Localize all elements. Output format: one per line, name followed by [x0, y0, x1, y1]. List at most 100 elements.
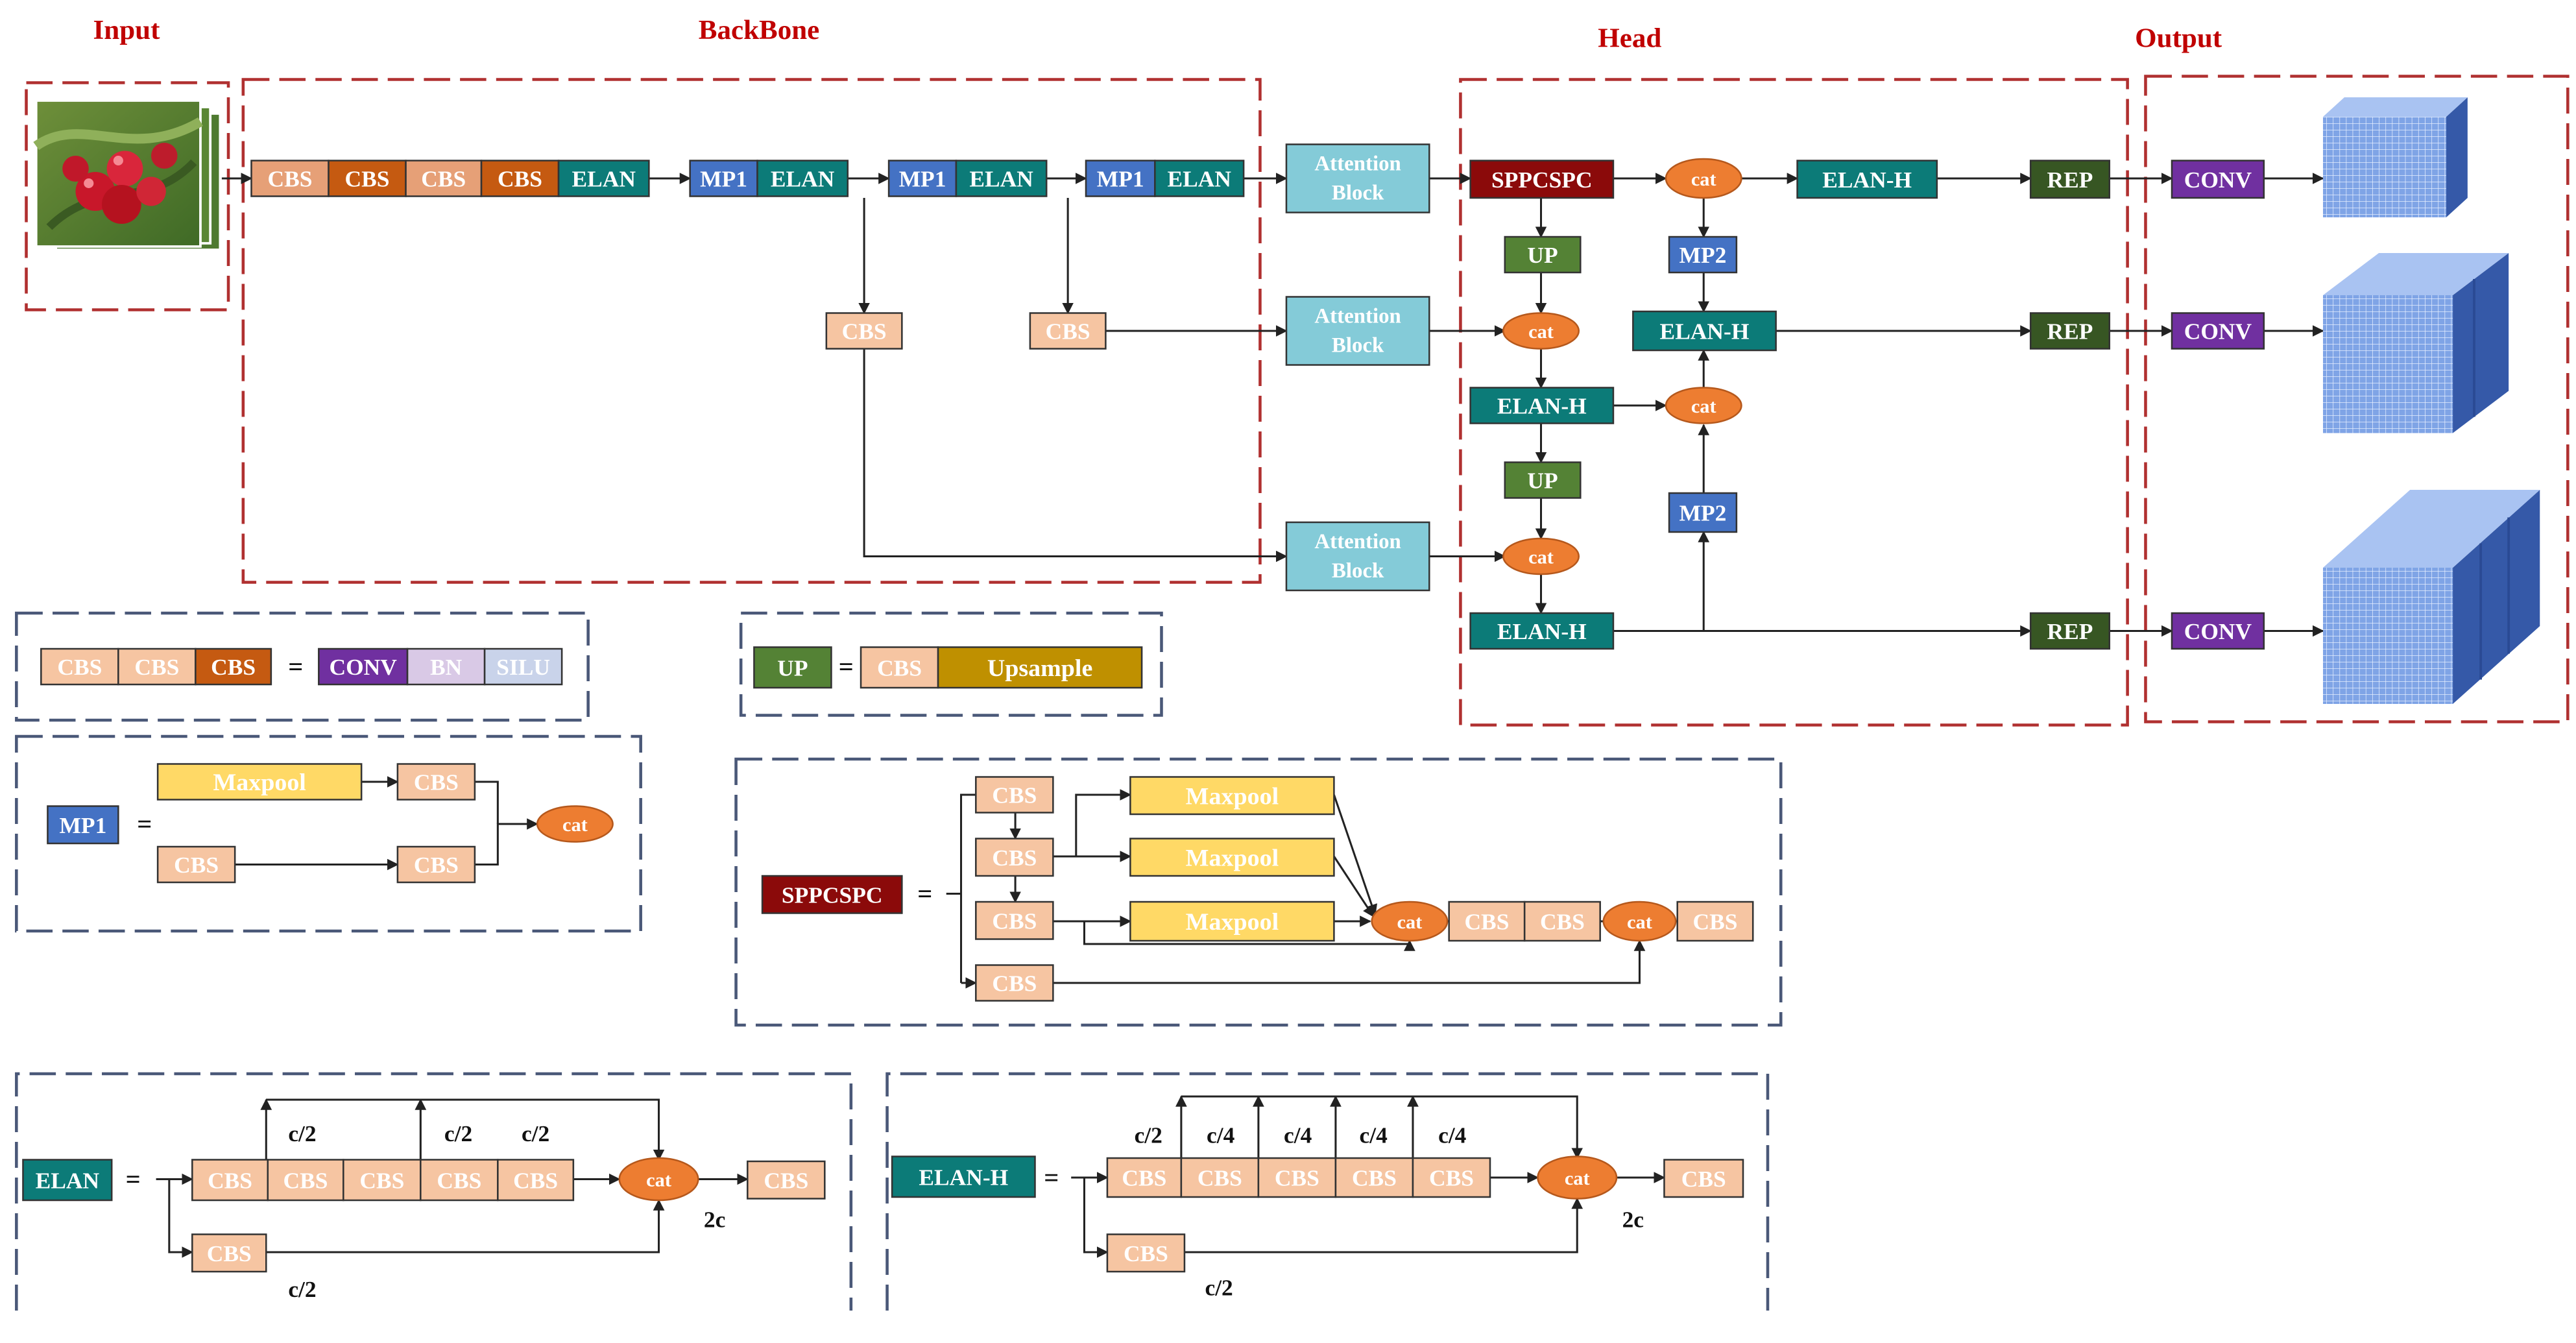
legend-elanh-label: ELAN-H: [919, 1165, 1008, 1191]
output-tensor-small: [2322, 97, 2468, 217]
head-elanh-4: [1632, 310, 1777, 352]
section-title-input: Input: [93, 15, 161, 45]
legend-mp1-cbs-1-label: CBS: [414, 770, 459, 795]
legend-spp-cbs-6: [1523, 901, 1601, 942]
head-rep-1: [2029, 160, 2111, 199]
attention-block-3: [1285, 521, 1430, 592]
legend-spp-cbs-7: [1676, 901, 1754, 942]
head-rep-1-label: REP: [2047, 167, 2093, 193]
legend-sppcspc: [761, 875, 903, 914]
head-up-2: [1504, 461, 1582, 499]
legend-elan-cbs-2-label: CBS: [283, 1168, 328, 1194]
legend-elan-cbs-5-label: CBS: [513, 1168, 558, 1194]
connector: [1184, 1197, 1583, 1253]
legend-elanh-cbs-3: [1257, 1157, 1337, 1198]
legend-elanh-cbs-4-label: CBS: [1352, 1166, 1397, 1191]
head-mp2-1-label: MP2: [1679, 243, 1727, 268]
legend-elan-cbs-out-label: CBS: [764, 1168, 808, 1194]
backbone-branch-cbs-1: [825, 312, 903, 350]
legend-elan-cbs-2: [267, 1159, 344, 1202]
backbone-mp1-2: [887, 160, 957, 197]
section-title-head: Head: [1598, 23, 1661, 54]
equals-sign: =: [917, 879, 932, 908]
backbone-cbs-2-label: CBS: [345, 167, 390, 192]
legend-cbs-dark-label: CBS: [211, 655, 256, 680]
backbone-mp1-2-label: MP1: [899, 167, 946, 192]
head-rep-2: [2029, 312, 2111, 350]
legend-elanh: [891, 1155, 1036, 1198]
legend-elanh-cbs-out: [1663, 1159, 1744, 1198]
legend-elan-cbs-3-label: CBS: [359, 1168, 404, 1194]
backbone-mp1-1: [689, 160, 758, 197]
head-cat-1-label: cat: [1691, 168, 1716, 190]
head-elanh-2: [1469, 612, 1615, 650]
head-rep-2-label: REP: [2047, 319, 2093, 345]
legend-spp-cbs-7-label: CBS: [1692, 910, 1737, 935]
legend-bn-label: BN: [430, 655, 462, 680]
legend-elanh-cbs-1: [1106, 1157, 1183, 1198]
legend-mp1-frame: [15, 734, 642, 933]
legend-elanh-cbs-2-label: CBS: [1198, 1166, 1242, 1191]
legend-elanh-cbs-3-label: CBS: [1275, 1166, 1319, 1191]
legend-spp-cbs-2-label: CBS: [992, 845, 1037, 871]
legend-cbs-light-1-label: CBS: [57, 655, 102, 680]
channel-note: c/2: [1205, 1276, 1233, 1301]
channel-note: 2c: [1622, 1207, 1644, 1233]
legend-elanh-cbs-side: [1106, 1233, 1186, 1273]
legend-silu-label: SILU: [496, 655, 550, 680]
channel-note: c/2: [288, 1121, 316, 1146]
head-elanh-2-label: ELAN-H: [1497, 619, 1587, 644]
output-frame: [2144, 75, 2570, 723]
connector: [1083, 1178, 1109, 1258]
backbone-elan-4: [1154, 160, 1245, 197]
connector: [168, 1179, 194, 1258]
input-frame: [25, 81, 230, 311]
input-image: [33, 99, 222, 251]
legend-elanh-frame: [885, 1072, 1770, 1311]
legend-mp1-cbs-3: [396, 845, 476, 884]
legend-elanh-cbs-1-label: CBS: [1122, 1166, 1166, 1191]
legend-mp1-cat-label: cat: [562, 814, 588, 836]
output-tensor-large: [2322, 490, 2540, 704]
legend-elanh-cat: [1537, 1155, 1618, 1200]
legend-elan-cbs-out: [747, 1160, 826, 1200]
legend-spp-cat-2: [1602, 901, 1677, 942]
legend-spp-cbs-5-label: CBS: [1464, 910, 1509, 935]
backbone-cbs-4-label: CBS: [498, 167, 542, 192]
connector: [1181, 1095, 1583, 1159]
backbone-mp1-3: [1085, 160, 1156, 197]
attention-block-1: [1285, 143, 1430, 213]
legend-spp-cbs-6-label: CBS: [1540, 910, 1585, 935]
legend-mp1-label: MP1: [59, 813, 106, 838]
legend-mp1: [47, 805, 119, 845]
legend-elanh-cbs-5-label: CBS: [1429, 1166, 1474, 1191]
attention-block-2-label-line2: Block: [1332, 334, 1384, 357]
legend-up-label: UP: [777, 656, 808, 681]
head-frame: [1459, 78, 2129, 727]
legend-spp-maxpool-3: [1129, 901, 1335, 942]
output-conv-1-label: CONV: [2184, 167, 2252, 193]
section-title-output: Output: [2135, 23, 2222, 54]
backbone-cbs-3-label: CBS: [421, 167, 466, 192]
legend-elan-cbs-side: [191, 1233, 267, 1273]
legend-spp-cbs-2: [975, 838, 1054, 877]
connector: [1333, 856, 1375, 917]
channel-note: 2c: [704, 1207, 725, 1233]
channel-note: c/2: [288, 1277, 316, 1302]
backbone-elan-2-label: ELAN: [771, 167, 834, 192]
head-rep-3-label: REP: [2047, 619, 2093, 644]
output-conv-3-label: CONV: [2184, 619, 2252, 644]
legend-mp1-cbs-1: [396, 763, 476, 801]
backbone-mp1-3-label: MP1: [1097, 167, 1144, 192]
legend-cbs-dark: [195, 647, 272, 686]
legend-conv-label: CONV: [330, 655, 398, 680]
legend-spp-cbs-4: [975, 964, 1054, 1002]
backbone-elan-3-label: ELAN: [969, 167, 1033, 192]
legend-cbs-light-1: [40, 647, 119, 686]
connector: [1053, 920, 1415, 951]
head-elanh-1-label: ELAN-H: [1497, 394, 1587, 419]
head-up-1-label: UP: [1527, 243, 1558, 268]
backbone-elan-2: [756, 160, 849, 197]
head-elanh-3: [1796, 160, 1938, 199]
equals-sign: =: [1044, 1163, 1059, 1192]
